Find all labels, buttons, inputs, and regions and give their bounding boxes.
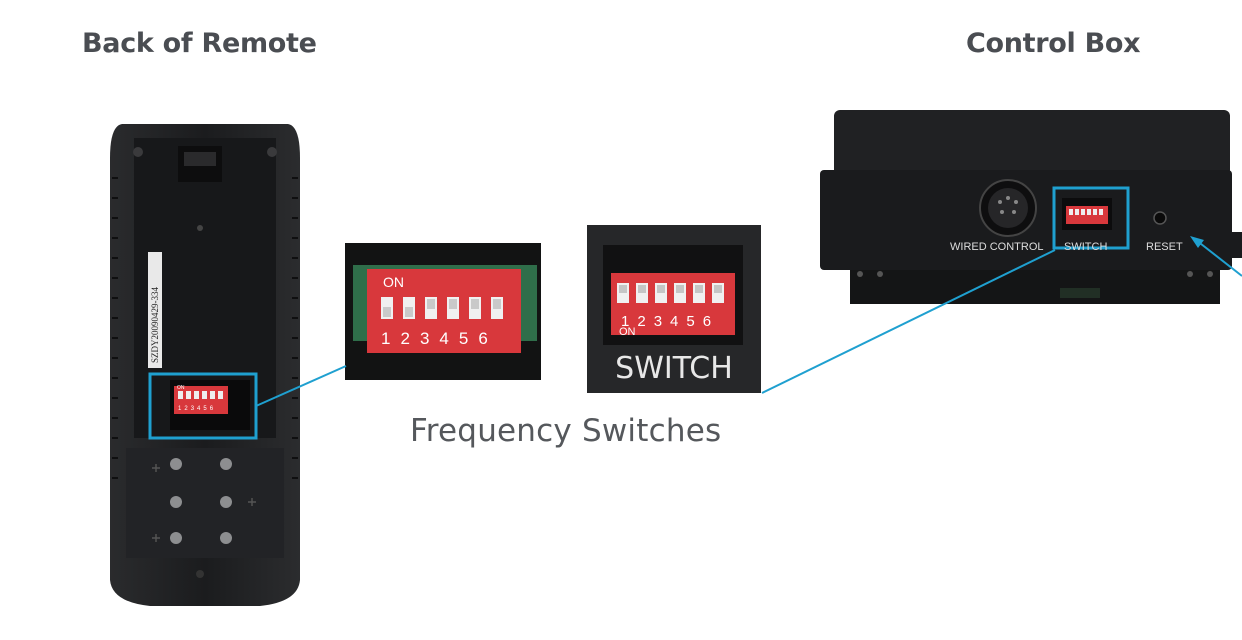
zoom-box-number: 5 <box>686 313 694 330</box>
remote-dip-number: 6 <box>210 406 214 412</box>
zoom-box-number: 4 <box>670 313 678 330</box>
control-box-heading: Control Box <box>966 28 1141 59</box>
reset-connector-line <box>1195 239 1242 277</box>
box-switch-label: SWITCH <box>1064 241 1107 253</box>
zoom-box-number: 3 <box>654 313 662 330</box>
back-of-remote-heading: Back of Remote <box>82 28 317 59</box>
remote-dip-number: 1 <box>178 406 182 412</box>
remote-serial-label: SZDY20090429-334 <box>150 287 160 363</box>
zoom-remote-number: 6 <box>478 329 487 348</box>
box-reset-label: RESET <box>1146 241 1183 253</box>
remote-dip-number: 2 <box>184 406 188 412</box>
zoom-box-switch-label: SWITCH <box>615 351 733 386</box>
box-connector-line <box>761 249 1056 394</box>
box-wired-control-label: WIRED CONTROL <box>950 241 1044 253</box>
remote-dip-number: 4 <box>197 406 201 412</box>
zoom-remote-number: 5 <box>459 329 468 348</box>
remote-dip-number: 3 <box>191 406 195 412</box>
control-box-photo: WIRED CONTROL SWITCH RESET <box>820 110 1242 304</box>
frequency-switches-caption: Frequency Switches <box>410 413 722 449</box>
reset-arrow-icon <box>1190 236 1204 248</box>
remote-connector-line <box>255 365 347 407</box>
remote-dip-number: 5 <box>203 406 207 412</box>
zoom-remote-on-label: ON <box>383 274 404 290</box>
zoom-box-number: 2 <box>637 313 645 330</box>
zoom-remote-number: 3 <box>420 329 429 348</box>
zoom-box-number: 6 <box>703 313 711 330</box>
zoom-remote-number: 2 <box>400 329 409 348</box>
zoom-box-number: 1 <box>621 313 629 330</box>
zoom-box-on-label: ON <box>619 326 636 338</box>
remote-dip-on-label: ON <box>177 385 185 391</box>
zoom-remote-number: 1 <box>381 329 390 348</box>
zoom-remote-number: 4 <box>439 329 448 348</box>
